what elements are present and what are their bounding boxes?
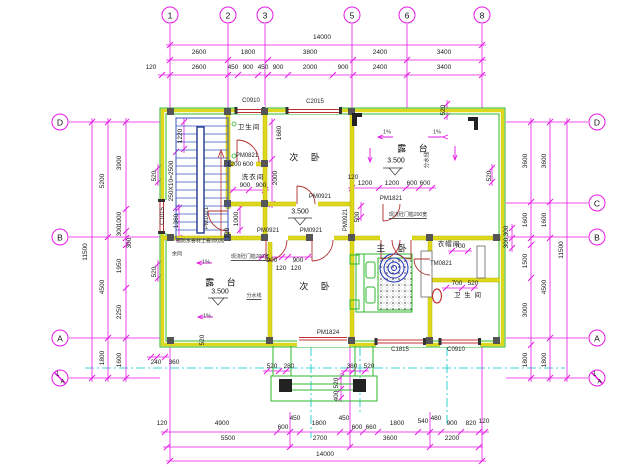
- door-master-right: [391, 239, 412, 260]
- window-caps: [158, 107, 481, 345]
- flue: [352, 113, 362, 126]
- cabinet: [476, 245, 486, 279]
- columns: [167, 108, 500, 344]
- door-arcs: [207, 139, 431, 276]
- fixtures: [231, 113, 486, 304]
- door-pm0921: [311, 239, 334, 262]
- porch: [270, 346, 378, 402]
- porch-column: [279, 379, 292, 392]
- bed: [349, 253, 413, 313]
- windows: [159, 109, 479, 344]
- door-tm0821: [413, 258, 431, 276]
- centerlines: [85, 347, 565, 438]
- door-pm1821: [382, 203, 401, 222]
- door-master-left: [380, 239, 401, 260]
- slope-arrows: [195, 134, 458, 320]
- stair-rail: [196, 126, 205, 234]
- door-pm0821: [236, 139, 260, 163]
- porch-column: [353, 379, 366, 392]
- flue: [468, 117, 478, 130]
- floor-drain: [231, 121, 237, 127]
- wall-edges: [162, 113, 503, 342]
- floor-drain: [231, 153, 237, 159]
- level-symbols: [208, 167, 403, 306]
- wardrobe: [420, 250, 433, 298]
- axis-lines: [69, 24, 588, 461]
- toilet: [431, 288, 443, 304]
- door-pm0921: [296, 185, 316, 205]
- door-pm1021: [207, 210, 229, 232]
- interior-walls: [162, 113, 503, 342]
- stair: [175, 117, 229, 240]
- stair-direction-arrow: [217, 148, 225, 236]
- exterior-wall: [159, 107, 506, 348]
